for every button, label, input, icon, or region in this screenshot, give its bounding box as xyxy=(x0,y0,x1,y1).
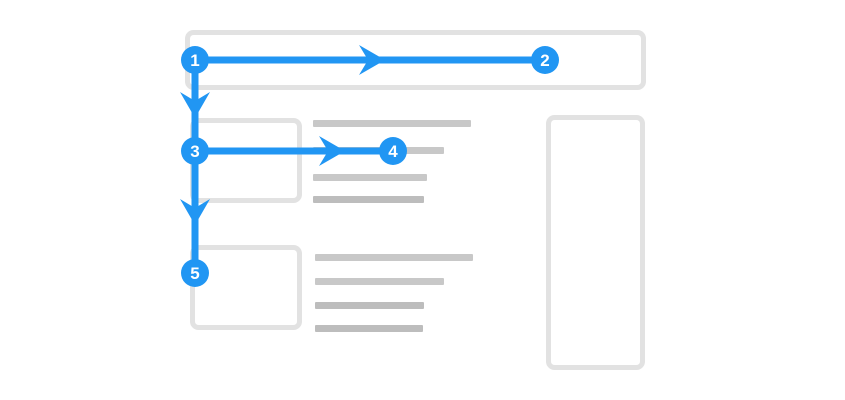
arrowhead-down xyxy=(180,92,210,118)
text-block-upper xyxy=(313,120,471,203)
step-badge-2[interactable]: 2 xyxy=(531,46,559,74)
arrowhead-right xyxy=(319,136,345,166)
step-badge-5[interactable]: 5 xyxy=(181,259,209,287)
step-badge-circle xyxy=(379,137,407,165)
connector-1-to-3 xyxy=(180,60,210,151)
step-badge-circle xyxy=(531,46,559,74)
connector-3-to-4 xyxy=(195,136,393,166)
step-badge-circle xyxy=(181,137,209,165)
placeholder-line-4 xyxy=(315,325,423,332)
step-badge-4[interactable]: 4 xyxy=(379,137,407,165)
step-badge-3[interactable]: 3 xyxy=(181,137,209,165)
arrowhead-right xyxy=(359,45,385,75)
step-badge-label: 2 xyxy=(540,51,549,70)
sidebar-region xyxy=(546,115,645,370)
placeholder-line-3 xyxy=(315,302,424,309)
placeholder-line-2 xyxy=(315,278,444,285)
placeholder-line-4 xyxy=(313,196,424,203)
step-badge-circle xyxy=(181,46,209,74)
arrowhead-down xyxy=(180,199,210,225)
placeholder-line-1 xyxy=(315,254,473,261)
connector-1-to-2 xyxy=(195,45,545,75)
step-badge-1[interactable]: 1 xyxy=(181,46,209,74)
step-badge-circle xyxy=(181,259,209,287)
step-badge-label: 3 xyxy=(190,142,199,161)
thumbnail-lower xyxy=(190,245,302,330)
text-block-lower xyxy=(315,254,473,332)
step-badge-label: 5 xyxy=(190,264,199,283)
connector-3-to-5 xyxy=(180,151,210,273)
step-badge-label: 1 xyxy=(190,51,199,70)
step-badge-label: 4 xyxy=(388,142,398,161)
placeholder-line-3 xyxy=(313,174,427,181)
placeholder-line-1 xyxy=(313,120,471,127)
